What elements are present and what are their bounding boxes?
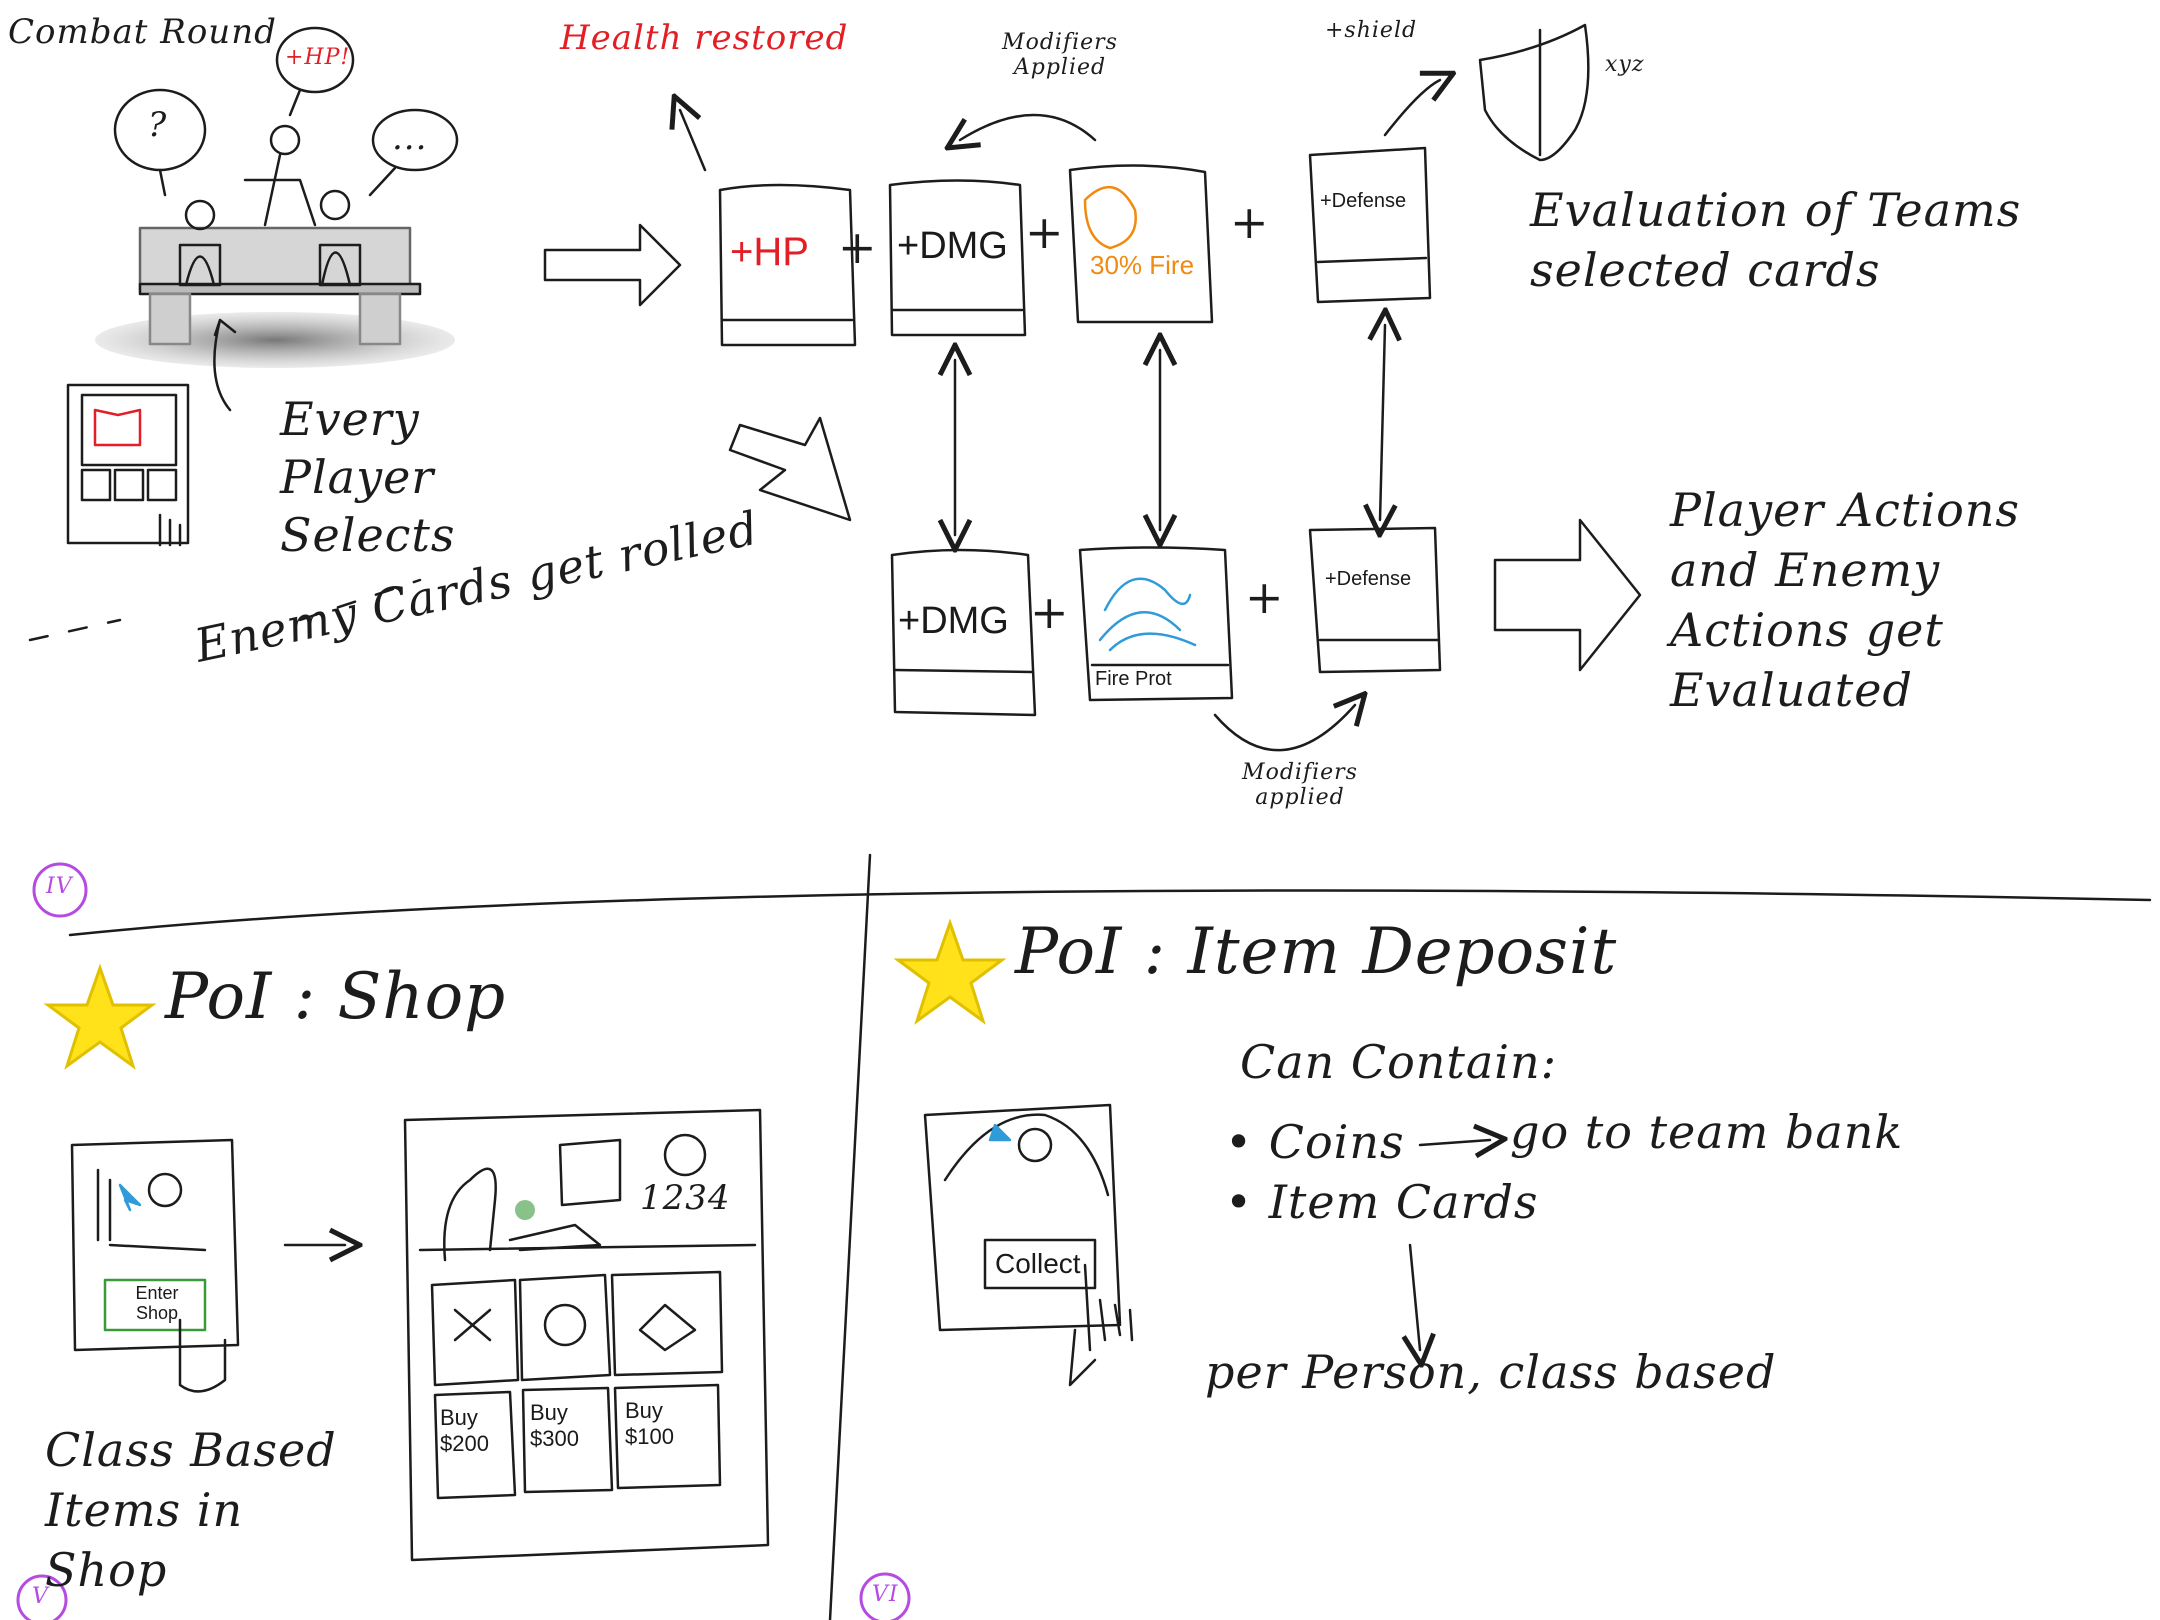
player-card-dmg: +DMG [897, 225, 1008, 267]
coin-count: 1234 [640, 1178, 731, 1218]
section-badge-circle [16, 1574, 68, 1620]
can-contain-label: Can Contain: [1240, 1035, 1558, 1089]
arrow-to-enemy-cards [728, 416, 852, 522]
bullet-items: • Item Cards [1225, 1175, 1539, 1229]
modifiers-applied-top: Modifiers Applied [1002, 30, 1118, 80]
plus-sign: + [1025, 205, 1065, 259]
section-badge-circle [32, 862, 88, 918]
arrow-to-evaluation [1493, 518, 1642, 672]
hp-bubble: +HP! [285, 45, 351, 70]
section-badge-iv: IV [46, 874, 73, 899]
vertical-divider [828, 853, 872, 1620]
deposit-card-sketch [923, 1103, 1134, 1387]
enemy-card-row [890, 526, 1442, 717]
buy-button-1[interactable]: Buy $200 [440, 1405, 489, 1456]
collect-button[interactable]: Collect [995, 1248, 1081, 1279]
per-person-note: per Person, class based [1205, 1345, 1777, 1399]
evaluation-note: Evaluation of Teams selected cards [1530, 183, 2022, 297]
question-bubble: ? [148, 105, 168, 145]
section-badge-circle [859, 1572, 911, 1620]
player-card-fire: 30% Fire [1090, 250, 1195, 280]
shield-icon [1478, 23, 1590, 162]
section-badge-v: V [32, 1584, 49, 1609]
shop-title: PoI : Shop [165, 960, 507, 1034]
enemy-phone-sketch [66, 318, 237, 547]
player-card-hp: +HP [730, 230, 809, 274]
every-player-note: Every Player Selects [280, 392, 456, 562]
shop-note: Class Based Items in Shop [45, 1423, 337, 1597]
actions-evaluated-note: Player Actions and Enemy Actions get Eva… [1670, 483, 2021, 717]
shop-card-sketch [70, 1138, 240, 1393]
shop-screen-sketch [403, 1108, 770, 1562]
modifiers-applied-bottom: Modifiers applied [1242, 760, 1358, 810]
health-restored-note: Health restored [560, 18, 849, 58]
buy-button-2[interactable]: Buy $300 [530, 1400, 579, 1451]
players-illustration [95, 26, 459, 368]
plus-sign: + [1230, 195, 1270, 249]
dots-bubble: ... [392, 118, 428, 158]
player-card-row [718, 146, 1432, 347]
plus-sign: + [1245, 570, 1285, 624]
deposit-title: PoI : Item Deposit [1015, 915, 1618, 989]
enemy-card-fire-prot: Fire Prot [1095, 668, 1172, 690]
arrow-to-player-cards [543, 223, 682, 307]
enemy-card-defense: +Defense [1325, 568, 1412, 590]
star-icon [43, 963, 157, 1070]
horizontal-divider [68, 889, 2152, 937]
star-icon [893, 918, 1007, 1025]
plus-sign: + [1030, 585, 1070, 639]
shield-note: +shield [1325, 18, 1418, 43]
enter-shop-button[interactable]: Enter Shop [135, 1283, 179, 1323]
plus-sign: + [838, 220, 878, 274]
bullet-coins: • Coins [1225, 1115, 1405, 1169]
enemy-card-dmg: +DMG [898, 600, 1009, 642]
combat-round-title: Combat Round [8, 12, 277, 52]
player-card-defense: +Defense [1320, 190, 1407, 212]
shield-label: xyz [1605, 52, 1645, 77]
coins-target: go to team bank [1510, 1105, 1904, 1159]
section-badge-vi: VI [872, 1582, 899, 1607]
buy-button-3[interactable]: Buy $100 [625, 1398, 674, 1449]
